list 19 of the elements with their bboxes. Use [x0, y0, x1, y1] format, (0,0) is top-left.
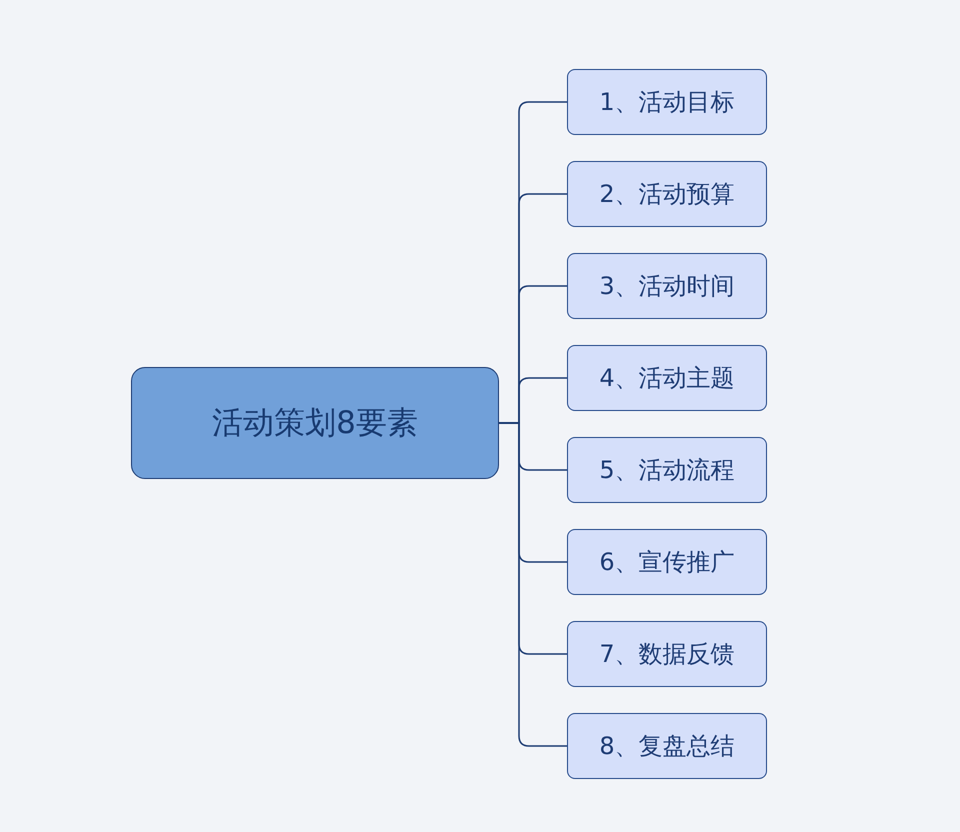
subtopic-box	[567, 69, 767, 135]
subtopic-text: 5、活动流程	[599, 455, 735, 486]
subtopic-box	[567, 529, 767, 595]
connector-line	[499, 422, 567, 747]
subtopic-text: 6、宣传推广	[599, 547, 735, 578]
subtopic-box	[567, 621, 767, 687]
subtopic-text: 7、数据反馈	[599, 639, 735, 670]
subtopic-box	[567, 253, 767, 319]
subtopic-text: 3、活动时间	[599, 271, 735, 302]
subtopic-box	[567, 161, 767, 227]
subtopic-text: 2、活动预算	[599, 179, 735, 210]
subtopic-box	[567, 713, 767, 779]
subtopic-text: 1、活动目标	[599, 87, 735, 118]
subtopic-text: 8、复盘总结	[599, 731, 735, 762]
subtopic-text: 4、活动主题	[599, 363, 735, 394]
subtopic-box	[567, 437, 767, 503]
topic-text: 活动策划8要素	[212, 404, 418, 443]
subtopic-box	[567, 345, 767, 411]
topic-box	[131, 367, 499, 479]
